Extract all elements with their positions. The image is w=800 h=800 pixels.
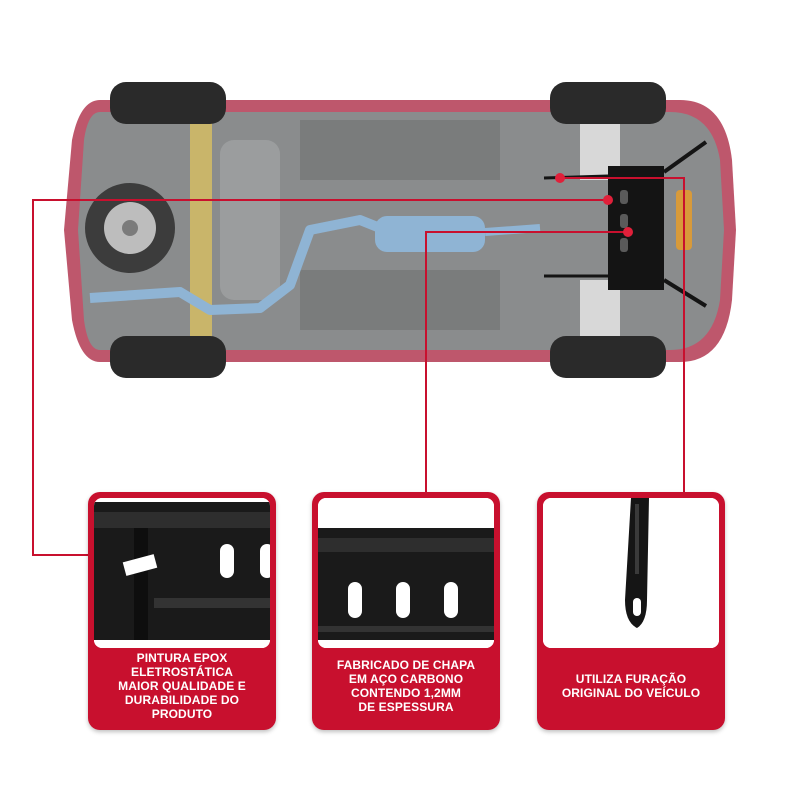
exhaust-front-pipe	[484, 224, 541, 236]
fuel-tank	[220, 140, 280, 300]
wheel-rear-right	[110, 336, 226, 378]
feature-card-steel: FABRICADO DE CHAPA EM AÇO CARBONO CONTEN…	[312, 492, 500, 730]
feature-caption-paint: PINTURA EPOX ELETROSTÁTICA MAIOR QUALIDA…	[94, 648, 270, 724]
plate-closeup-paint	[94, 498, 270, 648]
engine-protector-plate	[608, 166, 664, 290]
feature-caption-holes: UTILIZA FURAÇÃO ORIGINAL DO VEÍCULO	[543, 648, 719, 724]
feature-photo-paint	[94, 498, 270, 648]
wheel-rear-left	[110, 82, 226, 124]
plate-bracket-top	[662, 140, 708, 174]
plate-slot	[620, 238, 628, 252]
feature-label-steel: FABRICADO DE CHAPA EM AÇO CARBONO CONTEN…	[336, 658, 476, 714]
exhaust-muffler	[375, 216, 485, 252]
feature-photo-holes	[543, 498, 719, 648]
feature-label-paint: PINTURA EPOX ELETROSTÁTICA MAIOR QUALIDA…	[118, 651, 246, 721]
plate-closeup-steel	[318, 498, 494, 648]
spare-wheel-hub	[122, 220, 138, 236]
bracket-closeup	[543, 498, 719, 648]
feature-photo-steel	[318, 498, 494, 648]
radiator	[676, 190, 692, 250]
feature-label-holes: UTILIZA FURAÇÃO ORIGINAL DO VEÍCULO	[561, 672, 701, 700]
floor-tunnel	[300, 120, 500, 180]
bracket-hole	[633, 598, 641, 616]
wheel-front-left	[550, 82, 666, 124]
car-underbody-graphic	[64, 82, 736, 378]
feature-card-holes: UTILIZA FURAÇÃO ORIGINAL DO VEÍCULO	[537, 492, 725, 730]
feature-caption-steel: FABRICADO DE CHAPA EM AÇO CARBONO CONTEN…	[318, 648, 494, 724]
car-underbody-image	[60, 80, 740, 380]
plate-rod-top	[543, 174, 609, 180]
floor-tunnel-rear	[300, 270, 500, 330]
feature-card-paint: PINTURA EPOX ELETROSTÁTICA MAIOR QUALIDA…	[88, 492, 276, 730]
plate-slot	[620, 214, 628, 228]
plate-slot	[620, 190, 628, 204]
wheel-front-right	[550, 336, 666, 378]
